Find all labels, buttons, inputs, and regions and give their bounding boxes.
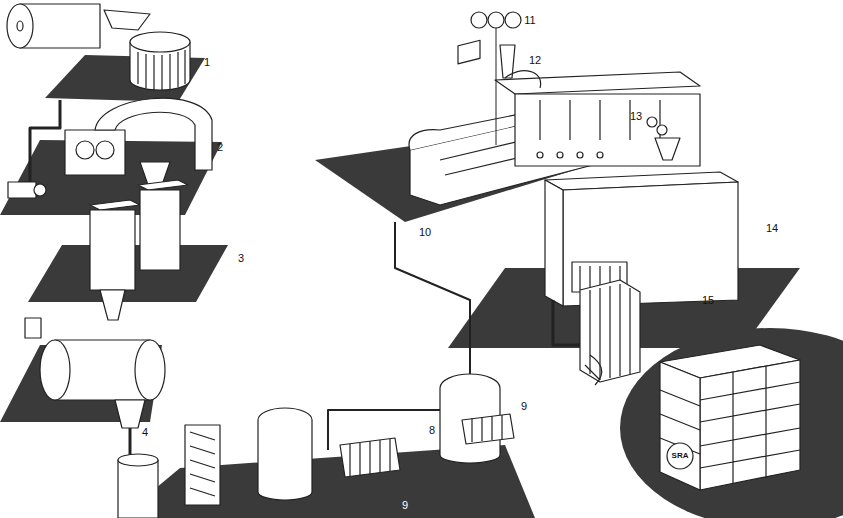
brand-mark: SRA [672,452,689,460]
callout-number: 10 [419,227,431,238]
callout-number: 12 [529,55,541,66]
callout-number: 9 [402,500,408,511]
callout-number: 9 [521,401,527,412]
callout-number: 14 [766,223,778,234]
machines [7,4,800,518]
callout-number: 3 [238,253,244,264]
callout-number: 8 [429,425,435,436]
callout-number: 2 [217,142,223,153]
callout-number: 11 [524,15,535,26]
callout-number: 13 [630,111,642,122]
platforms [0,55,843,518]
callout-number: 4 [142,427,148,438]
callout-number: 15 [702,295,714,306]
callout-number: 1 [204,57,210,68]
